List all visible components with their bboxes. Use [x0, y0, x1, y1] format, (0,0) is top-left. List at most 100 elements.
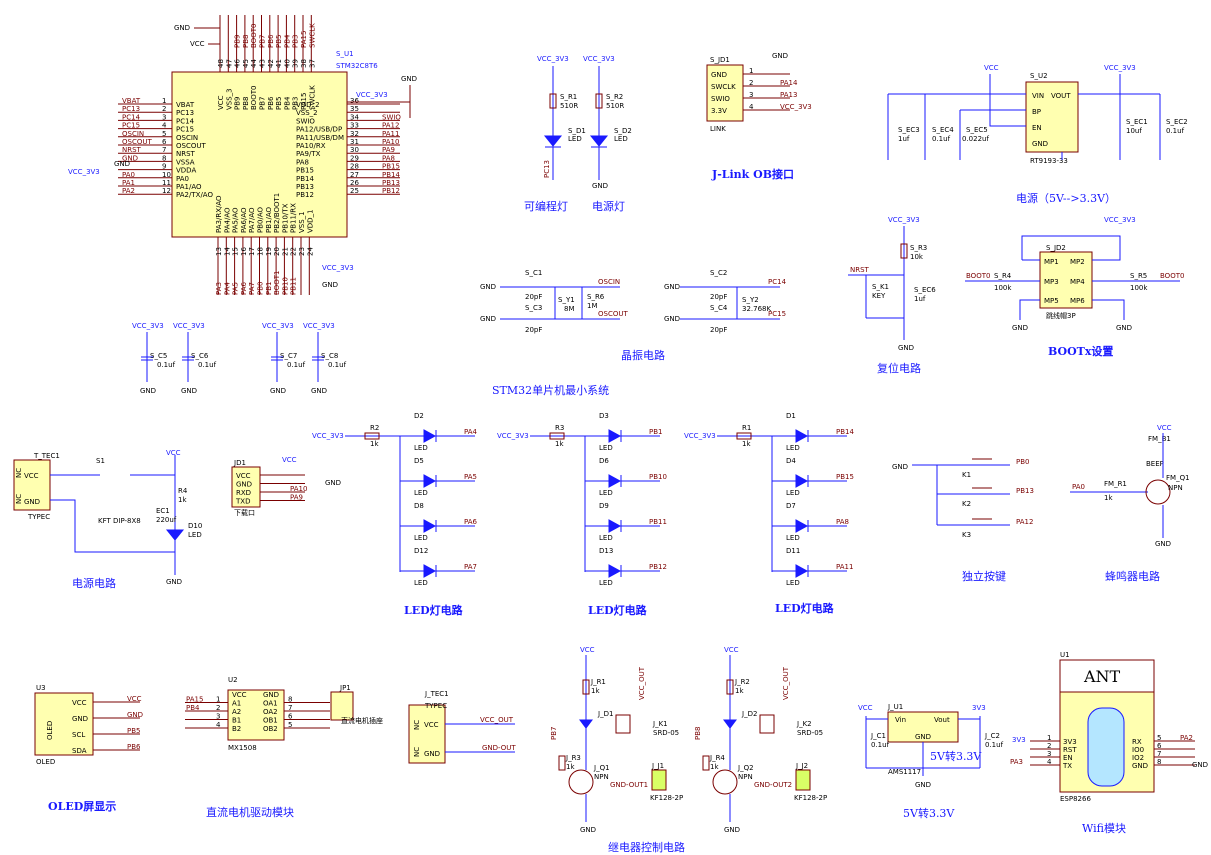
s-u2-gnd: GND [1032, 140, 1048, 148]
oled-pin-name: SDA [72, 747, 87, 755]
u2-body [227, 689, 285, 741]
mcu-left-pin-num: 11 [162, 179, 171, 187]
mcu-bottom-pin-name: PB10/TX [281, 203, 289, 233]
led-label: LED [599, 444, 613, 452]
mcu-right-pin-net: PB13 [382, 179, 400, 187]
led-ref: D5 [414, 457, 424, 465]
title-wifi: Wifi模块 [1082, 822, 1126, 835]
title-boot: BOOTx设置 [1048, 344, 1113, 358]
mcu-top-pin-net: BOOT0 [250, 24, 258, 48]
motor-right-name: OA2 [263, 708, 278, 716]
v5-gnd: GND [915, 781, 931, 789]
boot-gnd-2: GND [1116, 324, 1132, 332]
oled-label: OLED [36, 758, 55, 766]
jlink-link: LINK [710, 125, 726, 133]
u2-ref: U2 [228, 676, 238, 684]
s-c3-val: 20pF [525, 326, 542, 334]
relay-ctl-net: PB7 [550, 727, 558, 740]
mcu-left-pin-name: NRST [176, 150, 196, 158]
mcu-bottom-pin-net: PB0 [257, 282, 265, 295]
led-net: PB11 [649, 518, 667, 526]
j-tec1-body [408, 704, 446, 764]
mcu-right-pin-num: 34 [350, 113, 359, 121]
mcu-bottom-pin-name: PA7/AO [248, 207, 256, 233]
jlink-pin-net: PA13 [780, 91, 797, 99]
keys-gnd: GND [892, 463, 908, 471]
s-jd2-body [1039, 251, 1093, 309]
led-group-r-ref: R1 [742, 424, 751, 432]
led-net: PB12 [649, 563, 667, 571]
relay-vcc-out: VCC_OUT [638, 666, 646, 700]
mcu-top-vcc: VCC [190, 40, 205, 48]
title-jlink: J-Link OB接口 [711, 167, 794, 181]
relay-r3-ref: J_R3 [565, 754, 581, 762]
wifi-left-name: TX [1062, 762, 1072, 770]
mcu-right-pin-name: PB14 [296, 175, 314, 183]
relay-resistor [726, 679, 734, 695]
led-label: LED [414, 444, 428, 452]
relay-gnd: GND [724, 826, 740, 834]
mcu-top-pin-name: PB3 [292, 97, 300, 110]
relay-led-icon [579, 719, 593, 729]
mcu-top-gnd: GND [174, 24, 190, 32]
motor-right-name: OB1 [263, 717, 278, 725]
relay-d-ref: J_D1 [597, 710, 613, 718]
xtal1-gnd-b: GND [480, 315, 496, 323]
mcu-right-pin-name: PB13 [296, 183, 314, 191]
led-label: LED [414, 534, 428, 542]
s-y1-val: 8M [564, 305, 575, 313]
s-c4-ref: S_C4 [710, 304, 728, 312]
mcu-top-pin-net: PB7 [259, 35, 267, 48]
mcu-top-pin-name: PB9 [234, 97, 242, 110]
mp2: MP2 [1070, 258, 1085, 266]
led-ref: D1 [786, 412, 796, 420]
mcu-left-pin-net: PC13 [122, 105, 140, 113]
esp-part: ESP8266 [1060, 795, 1091, 803]
s-d2-led: LED [614, 135, 628, 143]
mcu-body [171, 71, 348, 238]
mcu-bottom-pin-num: 24 [306, 247, 314, 256]
mcu-left-pin-num: 4 [162, 122, 167, 130]
dl-pin-name: VCC [236, 472, 251, 480]
motor-left-num: 4 [216, 721, 221, 729]
mcu-left-pin-net: VBAT [122, 97, 141, 105]
mcu-right-pin-num: 36 [350, 97, 359, 105]
j-u1-vin: Vin [895, 716, 906, 724]
mcu-bottom-pin-num: 21 [281, 247, 289, 256]
led-prog-vcc: VCC_3V3 [537, 55, 569, 63]
motor-right-name: OA1 [263, 700, 278, 708]
dl-vcc: VCC [282, 456, 297, 464]
led-icon [423, 564, 437, 578]
s-ec6-val: 1uf [914, 295, 926, 303]
oled-pin-net: VCC [127, 695, 142, 703]
buzzer-net: PA0 [1072, 483, 1085, 491]
mcu-gnd-right: GND [401, 75, 417, 83]
fm-q1-npn: NPN [1168, 484, 1183, 492]
relay-k-part: SRD-05 [653, 729, 679, 737]
s-u2-en: EN [1032, 124, 1042, 132]
led-net: PA5 [464, 473, 477, 481]
relay-j-part: KF128-2P [650, 794, 683, 802]
mcu-right-pin-net: PA12 [382, 122, 399, 130]
j-u1-body [887, 711, 959, 743]
u2-part: MX1508 [228, 744, 257, 752]
led-icon [795, 474, 809, 488]
mcu-left-pin-num: 7 [162, 146, 166, 154]
mcu-right-pin-num: 28 [350, 163, 359, 171]
mcu-top-pin-net: SWCLK [308, 23, 316, 48]
led-icon [608, 474, 622, 488]
mcu-bottom-pin-num: 14 [223, 247, 231, 256]
decap-gnd: GND [140, 387, 156, 395]
v5-inner-title: 5V转3.3V [930, 749, 982, 763]
mcu-bottom-pin-name: VDD_1 [306, 209, 314, 233]
relay-q-ref: J_Q2 [737, 764, 754, 772]
mcu-top-pin-net: PB4 [283, 34, 291, 48]
title-oled: OLED屏显示 [48, 800, 116, 813]
s-r4-val: 100k [994, 284, 1012, 292]
led-net: PA4 [464, 428, 478, 436]
jd1-ref: JD1 [233, 459, 246, 467]
mcu-right-pin-name: PB12 [296, 191, 314, 199]
